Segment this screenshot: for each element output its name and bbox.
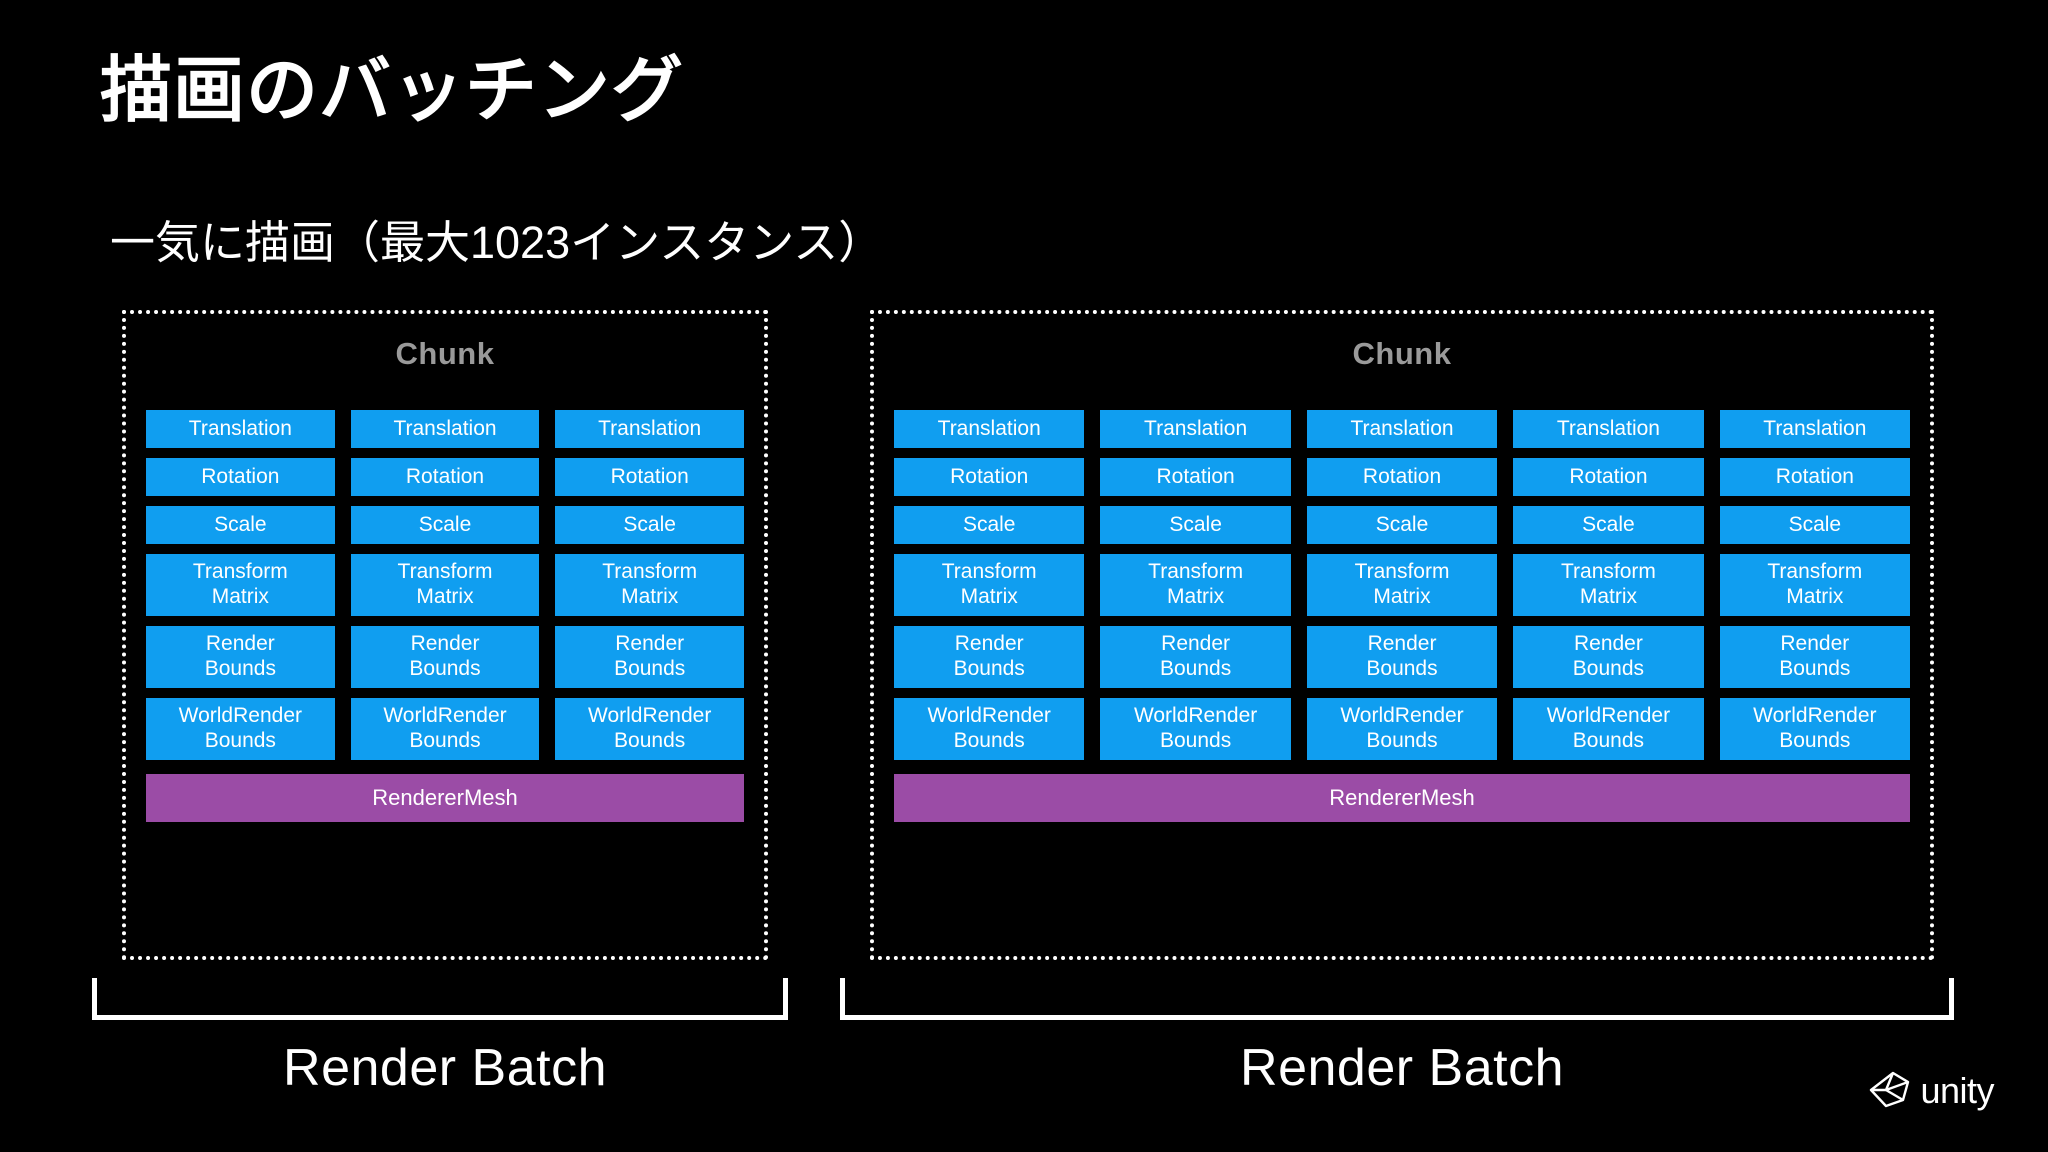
component-cell[interactable]: Translation	[350, 410, 540, 448]
component-cell[interactable]: Translation	[1513, 410, 1704, 448]
bracket-tick-right	[783, 978, 788, 1020]
component-cell[interactable]: Scale	[1100, 506, 1291, 544]
component-cell[interactable]: Translation	[146, 410, 335, 448]
component-cell[interactable]: Scale	[1306, 506, 1498, 544]
shared-renderer-mesh-bar: RendererMesh	[146, 774, 744, 822]
unity-cube-icon	[1867, 1071, 1911, 1114]
component-cell[interactable]: Scale	[894, 506, 1085, 544]
component-cell[interactable]: Rotation	[1513, 458, 1704, 496]
component-cell[interactable]: WorldRender Bounds	[1513, 698, 1704, 760]
component-cell[interactable]: WorldRender Bounds	[1719, 698, 1911, 760]
bracket-bar	[840, 1015, 1954, 1020]
component-cell[interactable]: Scale	[555, 506, 745, 544]
component-cell[interactable]: Transform Matrix	[146, 554, 335, 616]
component-row: Scale Scale Scale Scale Scale	[894, 506, 1911, 544]
component-cell[interactable]: WorldRender Bounds	[555, 698, 745, 760]
component-cell[interactable]: Transform Matrix	[1719, 554, 1911, 616]
shared-renderer-mesh-bar: RendererMesh	[894, 774, 1910, 822]
component-cell[interactable]: Translation	[555, 410, 745, 448]
unity-logo-text: unity	[1920, 1070, 1994, 1111]
render-batch-label: Render Batch	[283, 1039, 607, 1097]
component-cell[interactable]: Translation	[1719, 410, 1911, 448]
component-cell[interactable]: Transform Matrix	[894, 554, 1085, 616]
component-row: Rotation Rotation Rotation	[146, 458, 745, 496]
unity-logo: unity	[1867, 1071, 1994, 1114]
component-cell[interactable]: Transform Matrix	[1100, 554, 1291, 616]
component-cell[interactable]: Transform Matrix	[555, 554, 745, 616]
component-cell[interactable]: WorldRender Bounds	[350, 698, 540, 760]
component-cell[interactable]: Translation	[1100, 410, 1291, 448]
component-cell[interactable]: Render Bounds	[1719, 626, 1911, 688]
component-cell[interactable]: Rotation	[146, 458, 335, 496]
page-title: 描画のバッチング	[100, 51, 685, 131]
component-row: Translation Translation Translation Transla…	[894, 410, 1911, 448]
component-cell[interactable]: Transform Matrix	[350, 554, 540, 616]
component-cell[interactable]: Rotation	[555, 458, 745, 496]
component-row: Rotation Rotation Rotation Rotation Rotation	[894, 458, 1911, 496]
component-cell[interactable]: WorldRender Bounds	[146, 698, 335, 760]
component-grid-right: Translation Translation Translation Transla…	[894, 410, 1911, 760]
component-cell[interactable]: WorldRender Bounds	[894, 698, 1085, 760]
component-cell[interactable]: Scale	[1513, 506, 1704, 544]
component-cell[interactable]: Transform Matrix	[1513, 554, 1704, 616]
component-cell[interactable]: Render Bounds	[1306, 626, 1498, 688]
component-cell[interactable]: WorldRender Bounds	[1306, 698, 1498, 760]
component-cell[interactable]: Scale	[1719, 506, 1911, 544]
chunk-title: Chunk	[1352, 336, 1452, 371]
component-cell[interactable]: Render Bounds	[146, 626, 335, 688]
component-cell[interactable]: Render Bounds	[555, 626, 745, 688]
component-cell[interactable]: Render Bounds	[1513, 626, 1704, 688]
component-cell[interactable]: Render Bounds	[894, 626, 1085, 688]
component-cell[interactable]: Render Bounds	[1100, 626, 1291, 688]
render-batch-bracket	[840, 978, 1954, 1020]
component-cell[interactable]: Translation	[1306, 410, 1498, 448]
component-cell[interactable]: Rotation	[1306, 458, 1498, 496]
bracket-bar	[92, 1015, 788, 1020]
component-cell[interactable]: Scale	[146, 506, 335, 544]
component-cell[interactable]: Scale	[350, 506, 540, 544]
component-row: Scale Scale Scale	[146, 506, 745, 544]
render-batch-label: Render Batch	[1240, 1039, 1564, 1097]
component-cell[interactable]: Translation	[894, 410, 1085, 448]
component-cell[interactable]: Rotation	[894, 458, 1085, 496]
chunk-title: Chunk	[395, 336, 495, 371]
bracket-tick-left	[840, 978, 845, 1020]
component-cell[interactable]: Render Bounds	[350, 626, 540, 688]
component-row: Translation Translation Translation	[146, 410, 745, 448]
bracket-tick-left	[92, 978, 97, 1020]
render-batch-bracket	[92, 978, 788, 1020]
page-subtitle: 一気に描画（最大1023インスタンス）	[110, 217, 884, 268]
bracket-tick-right	[1949, 978, 1954, 1020]
component-cell[interactable]: Rotation	[1719, 458, 1911, 496]
component-cell[interactable]: Transform Matrix	[1306, 554, 1498, 616]
component-cell[interactable]: Rotation	[350, 458, 540, 496]
component-cell[interactable]: Rotation	[1100, 458, 1291, 496]
component-cell[interactable]: WorldRender Bounds	[1100, 698, 1291, 760]
